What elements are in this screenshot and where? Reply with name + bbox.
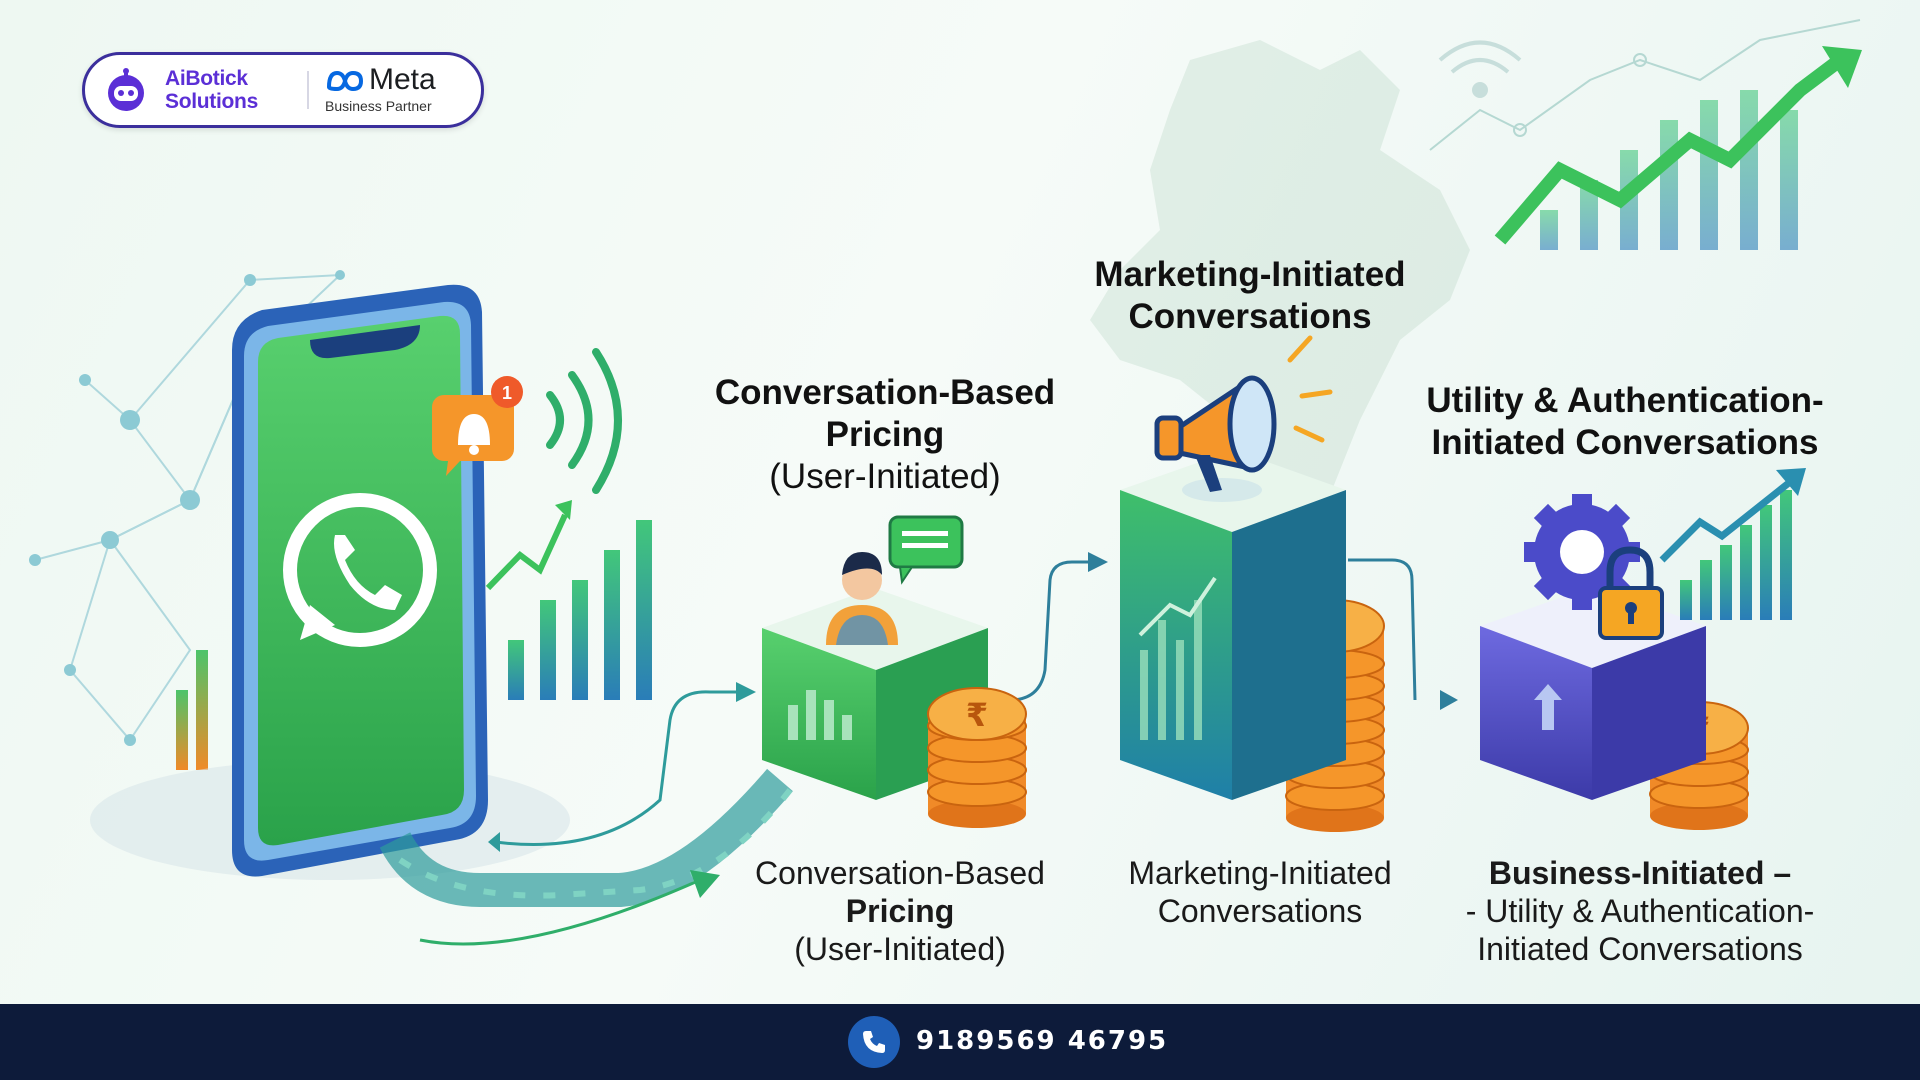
brand-name-line2: Solutions bbox=[165, 90, 258, 113]
caption-biz-line1: Business-Initiated – bbox=[1488, 855, 1792, 891]
meta-infinity-icon bbox=[326, 70, 364, 92]
partner-subtitle: Business Partner bbox=[325, 98, 432, 114]
caption-conversation-based: Conversation-Based Pricing (User-Initiat… bbox=[720, 854, 1080, 968]
growth-arrow-icon bbox=[1659, 468, 1806, 620]
heading-conversation-based: Conversation-Based Pricing (User-Initiat… bbox=[690, 372, 1080, 498]
heading-conv-line2: Pricing bbox=[825, 415, 945, 454]
utility-block bbox=[1480, 586, 1706, 800]
caption-business-initiated: Business-Initiated – - Utility & Authent… bbox=[1420, 854, 1860, 968]
heading-util-line2: Initiated Conversations bbox=[1431, 423, 1819, 462]
footer-bar: 9189569 46795 bbox=[0, 1004, 1920, 1080]
caption-conv-line2: Pricing bbox=[845, 893, 955, 929]
caption-conv-line1: Conversation-Based bbox=[755, 855, 1045, 891]
phone-number[interactable]: 9189569 46795 bbox=[916, 1026, 1169, 1056]
brand-name-line1: AiBotick bbox=[165, 67, 248, 90]
heading-mkt-line1: Marketing-Initiated bbox=[1094, 255, 1406, 294]
megaphone-icon bbox=[1154, 335, 1333, 492]
partner-word: Meta bbox=[369, 63, 436, 96]
user-block bbox=[762, 515, 988, 800]
caption-conv-line3: (User-Initiated) bbox=[794, 931, 1006, 967]
caption-mkt-line2: Conversations bbox=[1157, 893, 1363, 929]
growth-bars-phone bbox=[485, 500, 652, 700]
heading-conv-line1: Conversation-Based bbox=[714, 373, 1056, 412]
infographic-canvas: 1 bbox=[0, 0, 1920, 1004]
marketing-block bbox=[1120, 450, 1346, 800]
phone-icon bbox=[863, 1031, 885, 1053]
caption-biz-line3: Initiated Conversations bbox=[1477, 931, 1803, 967]
caption-mkt-line1: Marketing-Initiated bbox=[1128, 855, 1392, 891]
heading-marketing-initiated: Marketing-Initiated Conversations bbox=[1070, 254, 1430, 338]
svg-text:1: 1 bbox=[502, 383, 512, 403]
gear-lock-icon bbox=[1524, 494, 1664, 640]
map-silhouette bbox=[1090, 40, 1470, 560]
caption-marketing-initiated: Marketing-Initiated Conversations bbox=[1080, 854, 1440, 930]
heading-conv-line3: (User-Initiated) bbox=[769, 457, 1001, 496]
signal-waves bbox=[546, 348, 622, 494]
bell-icon: 1 bbox=[432, 376, 523, 476]
growth-chart-top-right bbox=[1429, 19, 1862, 250]
logo-divider bbox=[307, 71, 309, 109]
heading-util-line1: Utility & Authentication- bbox=[1426, 381, 1824, 420]
whatsapp-phone-illustration bbox=[232, 284, 488, 877]
illustration-layer: 1 bbox=[29, 19, 1862, 946]
wifi-signal-icon bbox=[1438, 40, 1522, 98]
logo-badge: AiBotick Solutions Meta Business Partner bbox=[82, 52, 484, 128]
svg-text:₹: ₹ bbox=[966, 696, 988, 734]
flow-path bbox=[379, 552, 1458, 946]
phone-icon-badge[interactable] bbox=[848, 1016, 900, 1068]
robot-logo-icon bbox=[108, 68, 144, 111]
bar-chart-left bbox=[176, 650, 208, 770]
brand-name: AiBotick Solutions bbox=[165, 67, 295, 113]
heading-mkt-line2: Conversations bbox=[1128, 297, 1372, 336]
caption-biz-line2: - Utility & Authentication- bbox=[1465, 893, 1815, 929]
heading-utility-authentication: Utility & Authentication- Initiated Conv… bbox=[1405, 380, 1845, 464]
network-nodes bbox=[29, 270, 345, 746]
